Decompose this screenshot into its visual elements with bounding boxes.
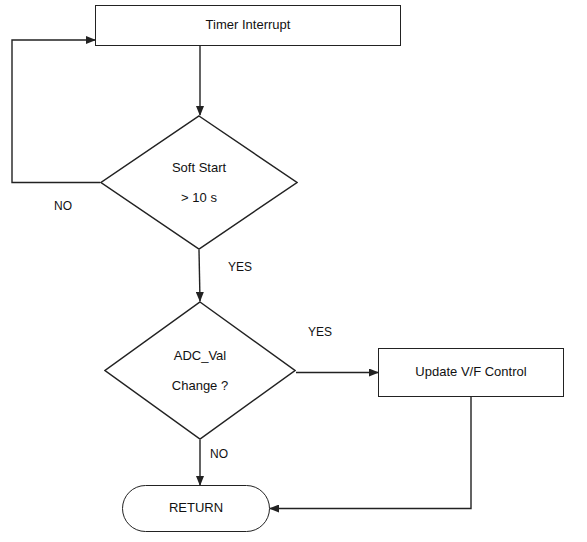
edge-label: NO [208,447,230,461]
diamond-outline [100,115,298,250]
terminal-box: RETURN [122,485,270,532]
node-text: Soft Start > 10 s [168,153,230,213]
process-box: Timer Interrupt [95,5,401,46]
process-box: Update V/F Control [378,348,564,397]
flow-arrow [12,40,100,183]
flow-arrow [199,250,200,301]
node-text: RETURN [169,496,223,521]
decision-diamond: Soft Start > 10 s [100,115,298,250]
flow-arrow [199,46,200,115]
flow-arrow [270,397,471,509]
node-text: Timer Interrupt [206,13,291,38]
flow-arrow [296,372,378,373]
node-text: Update V/F Control [415,360,526,385]
decision-diamond: ADC_Val Change ? [104,301,296,440]
flow-arrow [199,440,200,485]
diamond-outline [104,301,296,440]
edge-label: YES [306,325,334,339]
edge-label: YES [226,260,254,274]
edge-label: NO [52,199,74,213]
node-text: ADC_Val Change ? [170,341,230,401]
